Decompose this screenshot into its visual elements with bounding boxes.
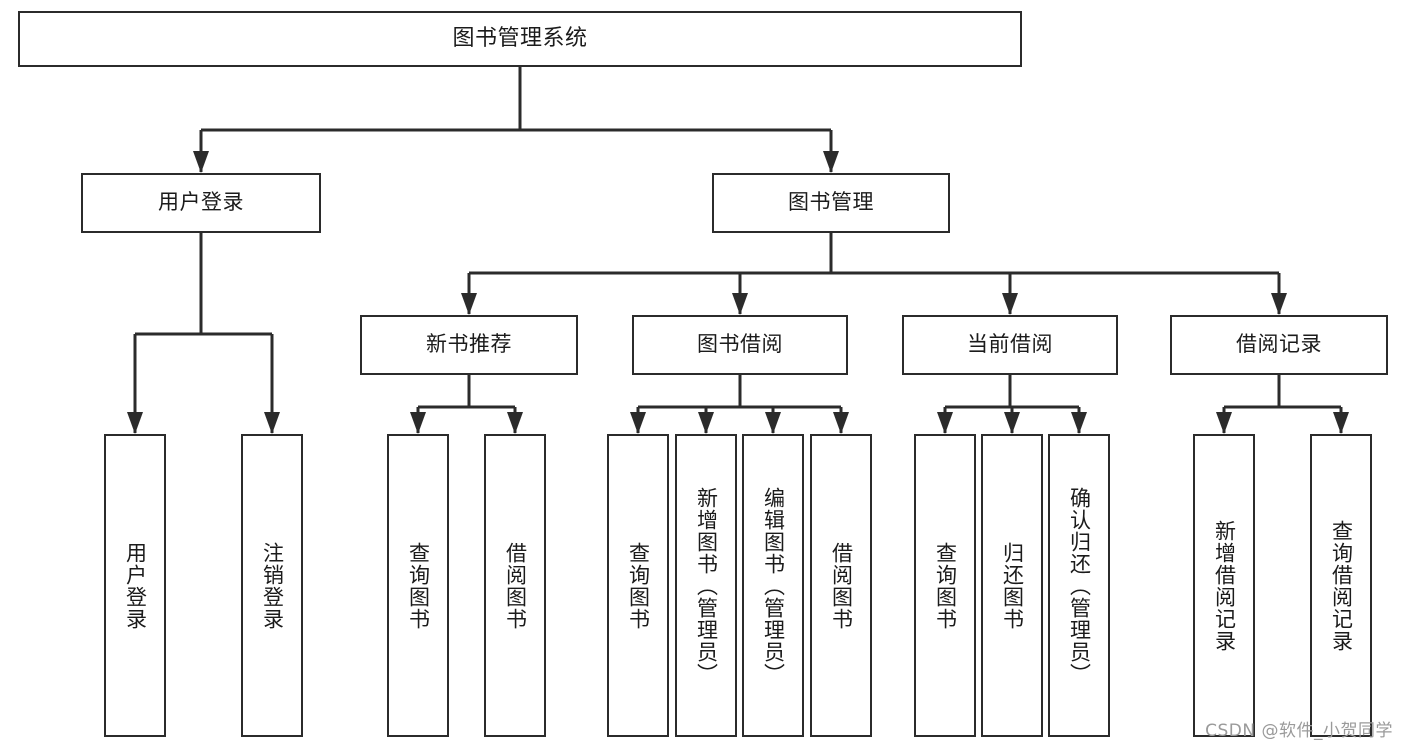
node-label: 图书借阅 bbox=[697, 332, 783, 357]
node-label: 编辑图书（管理员） bbox=[761, 486, 786, 685]
arrowhead-icon bbox=[1004, 412, 1020, 434]
arrowhead-icon bbox=[732, 293, 748, 315]
node-label: 用户登录 bbox=[123, 541, 148, 630]
node-leaf-borrow-take[interactable]: 借阅图书 bbox=[810, 434, 872, 737]
node-leaf-cur-confirm[interactable]: 确认归还（管理员） bbox=[1048, 434, 1110, 737]
arrowhead-icon bbox=[410, 412, 426, 434]
arrowhead-icon bbox=[1271, 293, 1287, 315]
node-label: 新增借阅记录 bbox=[1212, 519, 1237, 652]
node-label: 图书管理系统 bbox=[452, 25, 588, 51]
arrowhead-icon bbox=[698, 412, 714, 434]
node-label: 用户登录 bbox=[158, 190, 244, 215]
watermark-text: CSDN @软件_小贺同学 bbox=[1205, 721, 1393, 741]
node-leaf-borrow-add[interactable]: 新增图书（管理员） bbox=[675, 434, 737, 737]
node-leaf-cur-return[interactable]: 归还图书 bbox=[981, 434, 1043, 737]
arrowhead-icon bbox=[1071, 412, 1087, 434]
node-borrow-record[interactable]: 借阅记录 bbox=[1170, 315, 1388, 375]
node-label: 借阅图书 bbox=[503, 541, 528, 630]
node-book-manage[interactable]: 图书管理 bbox=[712, 173, 950, 233]
node-new-book-rec[interactable]: 新书推荐 bbox=[360, 315, 578, 375]
arrowhead-icon bbox=[1002, 293, 1018, 315]
arrowhead-icon bbox=[264, 412, 280, 434]
node-label: 确认归还（管理员） bbox=[1067, 486, 1092, 685]
node-leaf-rec-query[interactable]: 查询图书 bbox=[387, 434, 449, 737]
node-leaf-borrow-query[interactable]: 查询图书 bbox=[607, 434, 669, 737]
node-leaf-rcd-query[interactable]: 查询借阅记录 bbox=[1310, 434, 1372, 737]
node-user-login[interactable]: 用户登录 bbox=[81, 173, 321, 233]
arrowhead-icon bbox=[127, 412, 143, 434]
arrowhead-icon bbox=[833, 412, 849, 434]
arrowhead-icon bbox=[765, 412, 781, 434]
node-leaf-cur-query[interactable]: 查询图书 bbox=[914, 434, 976, 737]
node-label: 新增图书（管理员） bbox=[694, 486, 719, 685]
node-label: 归还图书 bbox=[1000, 541, 1025, 630]
arrowhead-icon bbox=[461, 293, 477, 315]
node-label: 查询图书 bbox=[933, 541, 958, 630]
arrowhead-icon bbox=[937, 412, 953, 434]
node-leaf-borrow-edit[interactable]: 编辑图书（管理员） bbox=[742, 434, 804, 737]
arrowhead-icon bbox=[193, 151, 209, 173]
node-label: 借阅图书 bbox=[829, 541, 854, 630]
node-leaf-user-logout[interactable]: 注销登录 bbox=[241, 434, 303, 737]
node-label: 注销登录 bbox=[260, 541, 285, 630]
node-label: 借阅记录 bbox=[1236, 332, 1322, 357]
node-book-borrow[interactable]: 图书借阅 bbox=[632, 315, 848, 375]
node-label: 查询图书 bbox=[626, 541, 651, 630]
node-label: 查询图书 bbox=[406, 541, 431, 630]
node-label: 查询借阅记录 bbox=[1329, 519, 1354, 652]
arrowhead-icon bbox=[823, 151, 839, 173]
node-current-borrow[interactable]: 当前借阅 bbox=[902, 315, 1118, 375]
arrowhead-icon bbox=[630, 412, 646, 434]
arrowhead-icon bbox=[507, 412, 523, 434]
arrowhead-icon bbox=[1216, 412, 1232, 434]
node-leaf-rcd-add[interactable]: 新增借阅记录 bbox=[1193, 434, 1255, 737]
node-label: 新书推荐 bbox=[426, 332, 512, 357]
node-leaf-rec-borrow[interactable]: 借阅图书 bbox=[484, 434, 546, 737]
node-root[interactable]: 图书管理系统 bbox=[18, 11, 1022, 67]
node-leaf-user-login[interactable]: 用户登录 bbox=[104, 434, 166, 737]
node-label: 图书管理 bbox=[788, 190, 874, 215]
arrowhead-icon bbox=[1333, 412, 1349, 434]
node-label: 当前借阅 bbox=[967, 332, 1053, 357]
